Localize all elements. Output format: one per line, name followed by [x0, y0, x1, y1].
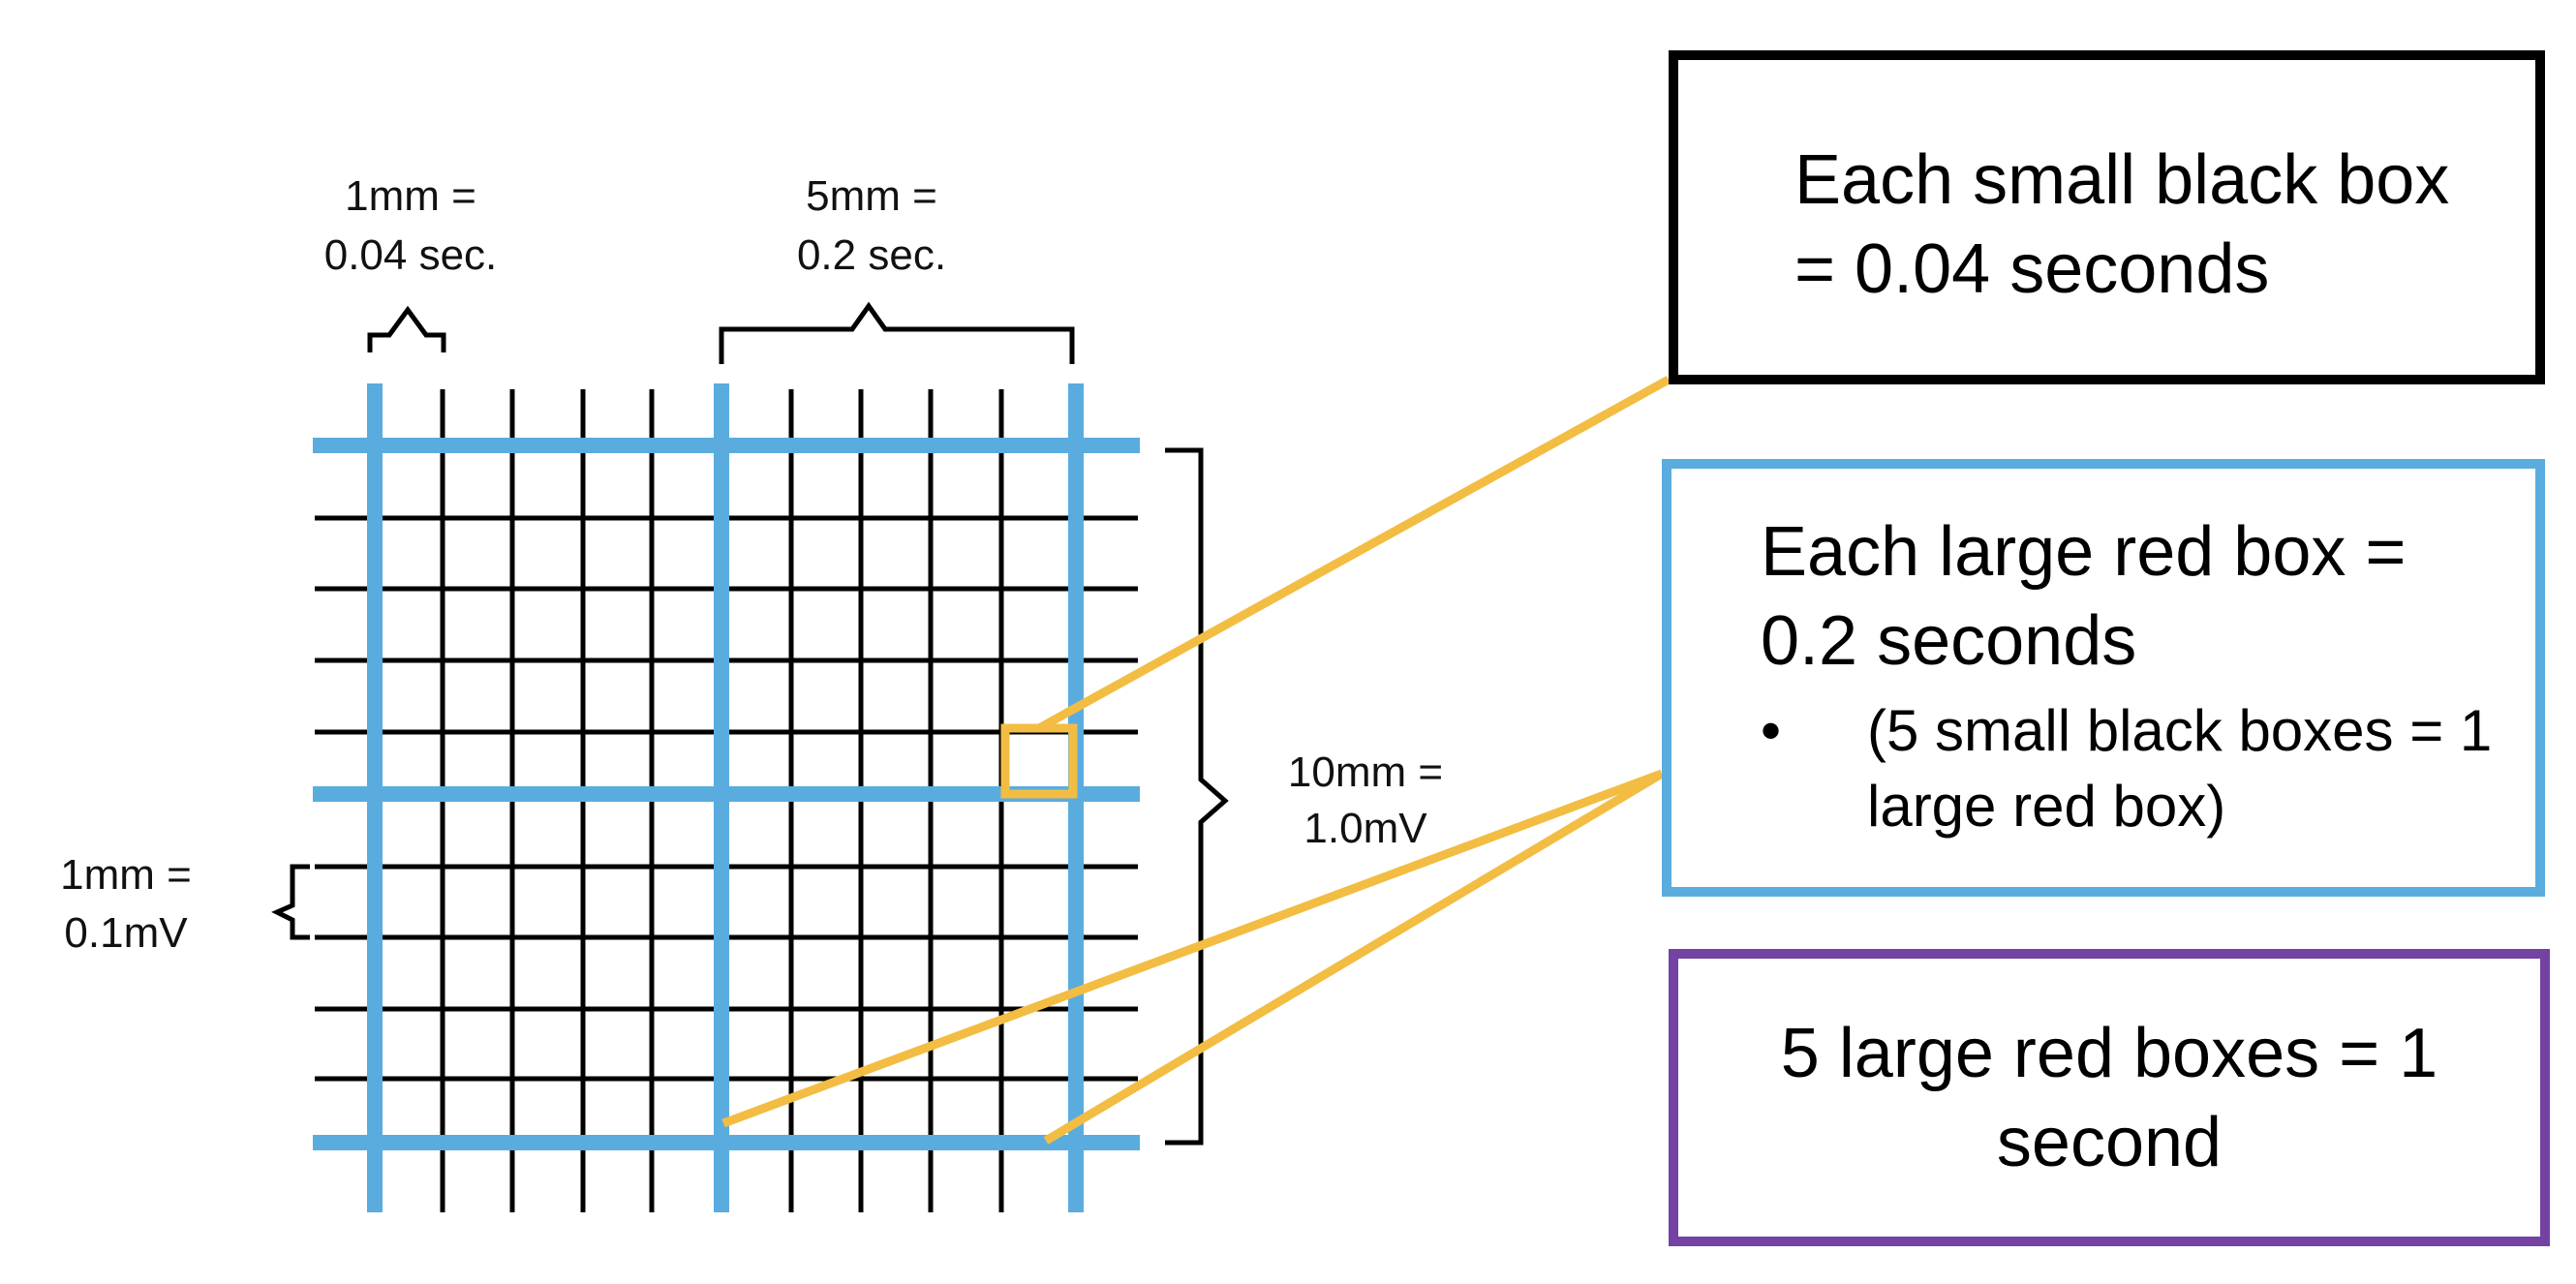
small-voltage-label-line2: 0.1mV [64, 909, 188, 957]
large-box-callout: Each large red box = 0.2 seconds • (5 sm… [1662, 459, 2545, 897]
large-time-label-line1: 5mm = [806, 172, 937, 220]
large-voltage-label-line2: 1.0mV [1303, 805, 1427, 852]
small-box-callout-text: Each small black box = 0.04 seconds [1794, 141, 2450, 308]
large-box-callout-bullet: • (5 small black boxes = 1 large red box… [1761, 693, 2497, 844]
small-box-connector [1036, 376, 1671, 732]
brackets [271, 301, 1229, 1146]
large-time-label-line2: 0.2 sec. [797, 231, 946, 279]
small-voltage-bracket [271, 864, 310, 940]
small-time-bracket [367, 305, 446, 352]
small-box-highlight [1000, 723, 1078, 799]
one-second-callout: 5 large red boxes = 1 second [1669, 949, 2550, 1246]
small-voltage-label-line1: 1mm = [60, 851, 192, 899]
bullet-mark: • [1761, 698, 1782, 763]
small-time-label-line1: 1mm = [345, 172, 476, 220]
large-box-connector-end [1043, 770, 1665, 1145]
large-box-callout-text: Each large red box = 0.2 seconds [1761, 513, 2407, 680]
large-box-connector-start [721, 769, 1664, 1128]
large-time-bracket [719, 301, 1075, 364]
small-box-callout: Each small black box = 0.04 seconds [1669, 50, 2545, 384]
large-voltage-bracket [1165, 447, 1229, 1146]
large-voltage-label-line1: 10mm = [1288, 749, 1443, 796]
connector-lines [721, 376, 1671, 1145]
bullet-text: (5 small black boxes = 1 large red box) [1867, 698, 2493, 839]
one-second-callout-text: 5 large red boxes = 1 second [1780, 1015, 2438, 1181]
small-time-label-line2: 0.04 sec. [324, 231, 498, 279]
